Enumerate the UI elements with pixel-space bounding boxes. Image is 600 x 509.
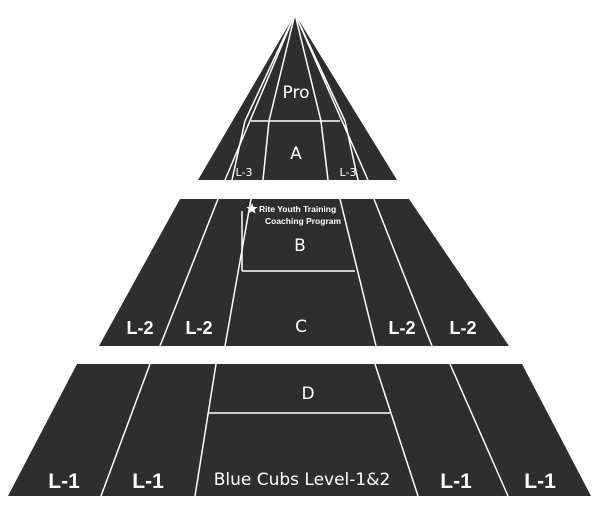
pro-label: Pro xyxy=(283,83,310,103)
l2-inner-left-label: L-2 xyxy=(186,318,213,338)
bottom-center-label: Blue Cubs Level-1&2 xyxy=(214,470,391,490)
l1-outer-right-label: L-1 xyxy=(524,470,556,493)
l3-right-label: L-3 xyxy=(340,166,357,179)
l1-inner-right-label: L-1 xyxy=(440,470,472,493)
d-label: D xyxy=(301,384,314,404)
l2-inner-right-label: L-2 xyxy=(389,318,416,338)
middle-tier-court xyxy=(99,199,509,346)
bottom-tier: D Blue Cubs Level-1&2 L-1 L-1 L-1 L-1 xyxy=(8,363,591,497)
c-label: C xyxy=(295,317,307,337)
star-icon xyxy=(246,203,258,214)
top-tier-court xyxy=(198,14,397,180)
top-tier-lines xyxy=(224,13,369,181)
program-name-line1: Rite Youth Training xyxy=(259,204,336,214)
bottom-tier-lines xyxy=(100,363,509,497)
middle-tier-lines xyxy=(159,198,433,347)
b-label: B xyxy=(294,236,306,256)
program-logo: Rite Youth Training Coaching Program xyxy=(246,203,341,226)
bottom-tier-court xyxy=(8,364,591,496)
a-label: A xyxy=(290,144,302,164)
top-tier: Pro A L-3 L-3 xyxy=(198,13,397,181)
l2-outer-right-label: L-2 xyxy=(450,318,477,338)
program-name-line2: Coaching Program xyxy=(265,216,341,226)
l1-outer-left-label: L-1 xyxy=(48,470,80,493)
l2-outer-left-label: L-2 xyxy=(127,318,154,338)
l3-left-label: L-3 xyxy=(236,166,253,179)
middle-tier: Rite Youth Training Coaching Program B C… xyxy=(99,198,509,347)
l1-inner-left-label: L-1 xyxy=(132,470,164,493)
